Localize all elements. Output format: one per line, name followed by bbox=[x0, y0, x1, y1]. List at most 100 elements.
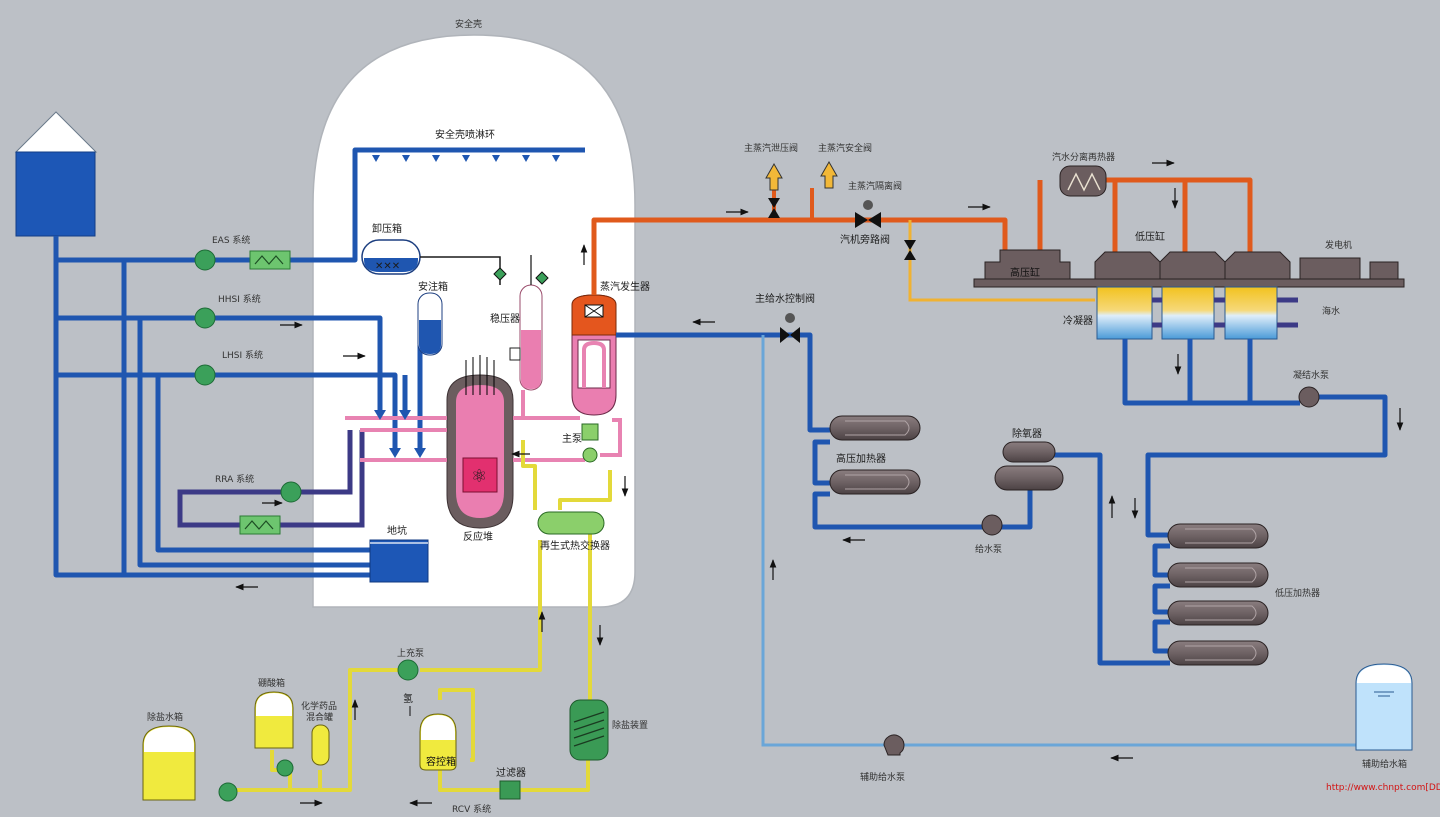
main-feed-valve-icon bbox=[780, 327, 790, 343]
sump-tank bbox=[369, 539, 429, 583]
pressurizer bbox=[509, 284, 543, 391]
generator bbox=[1299, 257, 1361, 280]
hp-turbine bbox=[984, 249, 1071, 280]
regen-hx-label: 再生式热交换器 bbox=[540, 539, 610, 552]
deaerator-label: 除氧器 bbox=[1012, 427, 1042, 440]
lhsi-pump bbox=[194, 364, 216, 386]
msr-label: 汽水分离再热器 bbox=[1052, 151, 1115, 163]
deaerator-lower bbox=[994, 465, 1064, 491]
feedwater-piping bbox=[616, 332, 1388, 666]
hydrogen-label: 氢 bbox=[403, 692, 413, 705]
reactor-vessel: ⚛ bbox=[446, 355, 514, 529]
exciter bbox=[1369, 261, 1399, 280]
moisture-separator-reheater bbox=[1059, 165, 1107, 197]
vct-label: 容控箱 bbox=[426, 755, 456, 768]
makeup-pump bbox=[218, 782, 238, 802]
turbine-shaft bbox=[973, 278, 1405, 288]
lp-turbine-2 bbox=[1159, 251, 1226, 280]
condenser-2 bbox=[1161, 286, 1215, 340]
aux-feed-tank-label: 辅助给水箱 bbox=[1362, 758, 1407, 770]
cooling-water-label: 海水 bbox=[1322, 305, 1340, 317]
main-pump-label: 主泵 bbox=[562, 433, 582, 445]
hp-heater-label: 高压加热器 bbox=[836, 452, 886, 465]
generator-label: 发电机 bbox=[1325, 239, 1352, 251]
condensate-pump bbox=[1298, 386, 1320, 408]
lp-heater-1 bbox=[1167, 523, 1269, 549]
steam-generator bbox=[571, 294, 617, 416]
svg-text:✕✕✕: ✕✕✕ bbox=[375, 261, 400, 272]
demin-water-tank-label: 除盐水箱 bbox=[147, 711, 183, 723]
condenser-label: 冷凝器 bbox=[1063, 314, 1093, 327]
steam-generator-label: 蒸汽发生器 bbox=[600, 280, 650, 293]
rra-label: RRA 系统 bbox=[215, 473, 254, 485]
ms-safety-arrow-icon bbox=[820, 160, 838, 189]
hhsi-pump bbox=[194, 307, 216, 329]
pressurizer-label: 稳压器 bbox=[490, 312, 520, 325]
lp-heater-3 bbox=[1167, 600, 1269, 626]
bypass-valve-icon bbox=[904, 240, 916, 250]
refueling-water-tank bbox=[14, 111, 98, 237]
demin-label: 除盐装置 bbox=[612, 719, 648, 731]
watermark: http://www.chnpt.com[DDD bbox=[1326, 783, 1440, 793]
lp-heater-4 bbox=[1167, 640, 1269, 666]
main-pump-motor bbox=[582, 447, 598, 463]
pressurizer-safety-valve-icon bbox=[493, 267, 507, 281]
eas-pump bbox=[194, 249, 216, 271]
reactor-label: 反应堆 bbox=[463, 530, 493, 543]
hp-heater-2 bbox=[829, 469, 921, 495]
lp-turbine-label: 低压缸 bbox=[1135, 230, 1165, 243]
hp-turbine-label: 高压缸 bbox=[1010, 266, 1040, 279]
ms-relief-arrow-icon bbox=[765, 162, 783, 191]
safety-injection-piping bbox=[53, 147, 585, 578]
sump-label: 地坑 bbox=[387, 524, 407, 537]
lp-turbine-1 bbox=[1094, 251, 1161, 280]
atom-icon: ⚛ bbox=[471, 466, 487, 487]
main-pump bbox=[581, 423, 599, 441]
main-steam-piping bbox=[591, 177, 1253, 295]
flow-arrows bbox=[235, 159, 1404, 807]
aux-feed-pump bbox=[883, 734, 905, 756]
containment-label: 安全壳 bbox=[455, 18, 482, 30]
hp-heater-1 bbox=[829, 415, 921, 441]
lp-turbine-3 bbox=[1224, 251, 1291, 280]
spray-nozzles bbox=[372, 155, 560, 162]
chem-mix-label-1: 化学药品 bbox=[301, 700, 337, 712]
charging-pump bbox=[397, 659, 419, 681]
lp-heater-label: 低压加热器 bbox=[1275, 587, 1320, 599]
main-feed-valve-label: 主给水控制阀 bbox=[755, 292, 815, 305]
ms-relief-label: 主蒸汽泄压阀 bbox=[744, 142, 798, 154]
ms-safety-label: 主蒸汽安全阀 bbox=[818, 142, 872, 154]
regen-heat-exchanger bbox=[537, 511, 605, 535]
condenser-1 bbox=[1096, 286, 1153, 340]
ms-relief-valve-icon-lower bbox=[768, 208, 780, 218]
boric-tank-label: 硼酸箱 bbox=[258, 677, 285, 689]
boric-pump bbox=[276, 759, 294, 777]
chem-mix-label-2: 混合罐 bbox=[306, 711, 333, 723]
ms-isolation-label: 主蒸汽隔离阀 bbox=[848, 180, 902, 192]
ms-relief-valve-icon bbox=[768, 198, 780, 208]
demineralizer bbox=[569, 699, 609, 761]
lhsi-label: LHSI 系统 bbox=[222, 349, 263, 361]
aux-feed-pump-label: 辅助给水泵 bbox=[860, 771, 905, 783]
injection-arrows bbox=[374, 410, 426, 458]
ms-isolation-valve-icon bbox=[855, 212, 868, 228]
eas-heat-exchanger bbox=[249, 250, 291, 270]
feed-pump-label: 给水泵 bbox=[975, 543, 1002, 555]
rcv-label: RCV 系统 bbox=[452, 803, 491, 815]
aux-feed-piping bbox=[761, 335, 1360, 747]
condenser-3 bbox=[1224, 286, 1278, 340]
accumulator-label: 安注箱 bbox=[418, 280, 448, 293]
primary-coolant-piping bbox=[345, 390, 622, 462]
pressurizer-relief-valve-icon bbox=[535, 271, 549, 285]
chem-mixing-tank bbox=[311, 724, 330, 766]
eas-label: EAS 系统 bbox=[212, 234, 250, 246]
condensate-pump-label: 凝结水泵 bbox=[1293, 369, 1329, 381]
containment-dome bbox=[312, 34, 636, 608]
feed-pump bbox=[981, 514, 1003, 536]
aux-feed-tank bbox=[1355, 663, 1413, 751]
deaerator-upper bbox=[1002, 441, 1056, 463]
rra-heat-exchanger bbox=[239, 515, 281, 535]
lp-heater-2 bbox=[1167, 562, 1269, 588]
turbine-bypass-label: 汽机旁路阀 bbox=[840, 233, 890, 246]
